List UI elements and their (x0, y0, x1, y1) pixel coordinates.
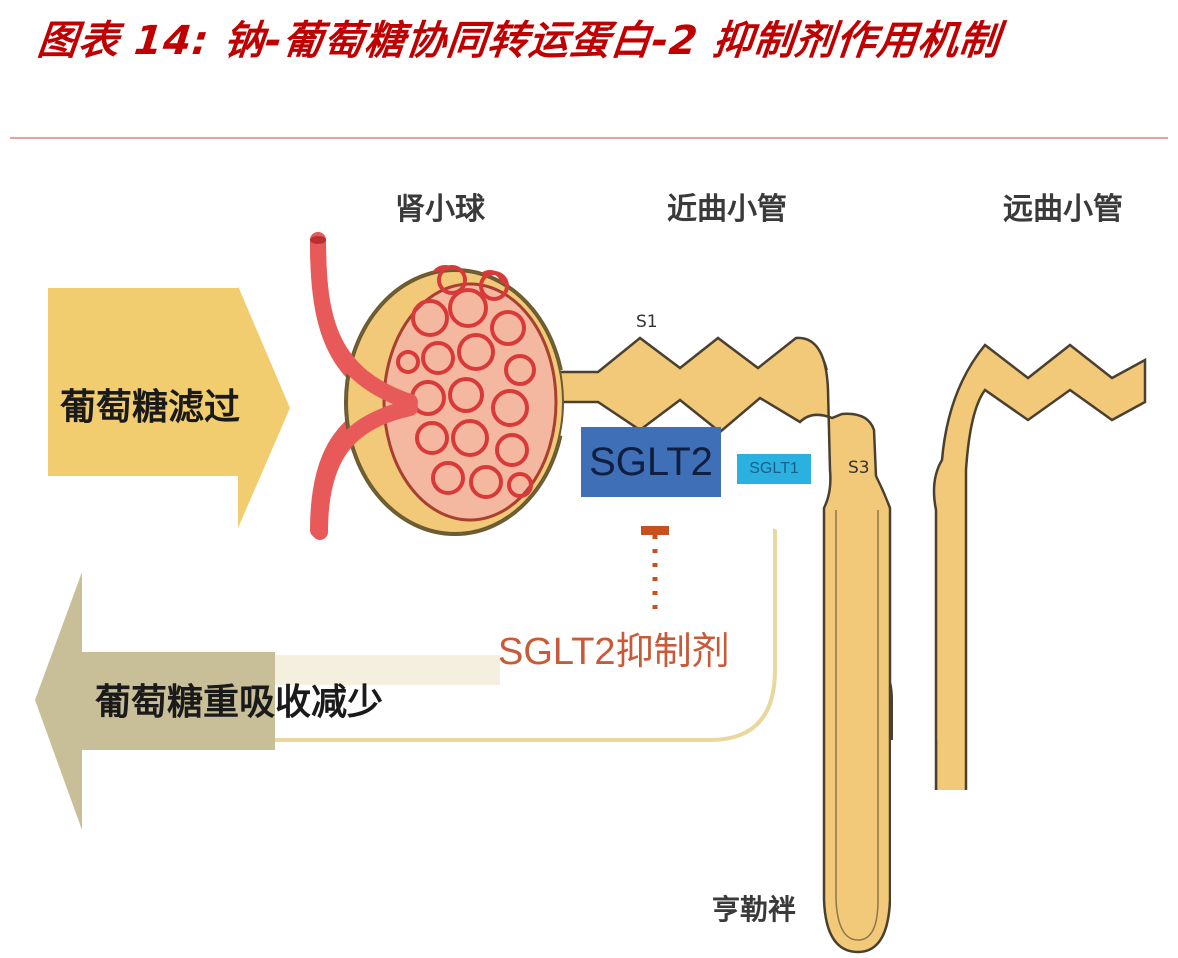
title-divider (10, 137, 1168, 139)
sglt1-return-line (275, 500, 777, 742)
filtration-arrow (48, 286, 290, 528)
sglt1-label: SGLT1 (749, 460, 799, 477)
label-loop-of-henle: 亨勒袢 (712, 893, 797, 926)
label-s1: S1 (636, 312, 658, 332)
capillary-tuft (396, 265, 536, 499)
inhibition-indicator (641, 526, 669, 610)
sglt2-label: SGLT2 (589, 439, 713, 484)
label-distal-tubule: 远曲小管 (1003, 192, 1123, 227)
tubule-graphics (543, 336, 1147, 958)
glomerulus-graphics (310, 232, 669, 610)
reabsorption-label: 葡萄糖重吸收减少 (95, 682, 384, 723)
filtration-label: 葡萄糖滤过 (60, 387, 241, 428)
sglt2-transporter: SGLT2 (581, 427, 721, 497)
figure-title: 图表 14: 钠-葡萄糖协同转运蛋白-2 抑制剂作用机制 (35, 18, 1003, 64)
sglt2-mechanism-diagram: 肾小球 近曲小管 远曲小管 S1 S3 亨勒袢 SGLT2 SGLT1 SGLT… (0, 140, 1178, 958)
label-proximal-tubule: 近曲小管 (667, 192, 787, 227)
label-s3: S3 (848, 458, 870, 478)
sglt1-transporter: SGLT1 (737, 454, 811, 484)
return-channel (275, 655, 500, 685)
sglt2-inhibitor-label: SGLT2抑制剂 (498, 631, 730, 673)
reabsorption-arrow (35, 572, 275, 830)
label-glomerulus: 肾小球 (395, 192, 485, 227)
